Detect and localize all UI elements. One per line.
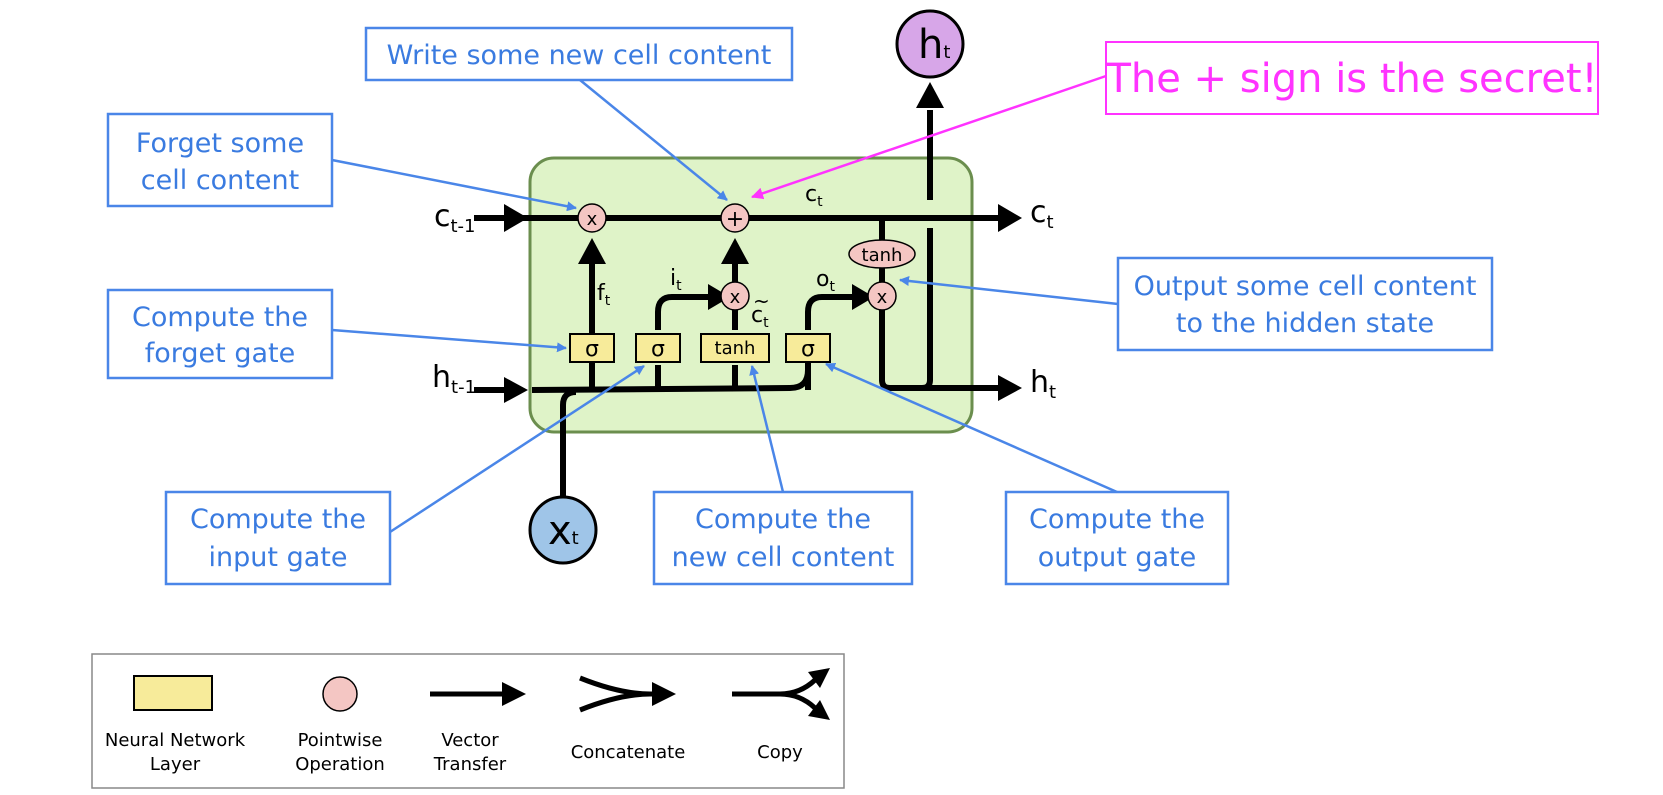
svg-text:Compute the: Compute the (695, 504, 871, 535)
label-f-gate: ft (597, 281, 611, 309)
svg-text:tanh: tanh (862, 245, 903, 266)
svg-text:to the hidden state: to the hidden state (1176, 308, 1434, 339)
lstm-cell-box (528, 156, 974, 434)
label-c-tilde: ct (751, 303, 769, 331)
legend-concat: Concatenate (571, 675, 686, 763)
callout-output-content: Output some cell content to the hidden s… (1116, 256, 1494, 352)
svg-text:Layer: Layer (150, 754, 201, 775)
forget-multiply: x (577, 203, 607, 233)
callout-output-gate: Compute the output gate (1004, 490, 1230, 586)
legend-pointwise: Pointwise Operation (295, 676, 385, 775)
svg-text:Transfer: Transfer (433, 754, 507, 775)
svg-text:Compute the: Compute the (132, 302, 308, 333)
forget-gate-layer: σ (569, 333, 615, 363)
h-output-node: ht (895, 9, 965, 79)
label-c-prev: ct-1 (434, 199, 476, 237)
svg-text:Operation: Operation (295, 754, 385, 775)
callout-forget-gate: Compute the forget gate (106, 288, 334, 380)
callout-secret: The + sign is the secret! (1105, 41, 1599, 115)
legend-copy: Copy (732, 668, 830, 763)
svg-text:x: x (877, 287, 888, 308)
svg-text:Concatenate: Concatenate (571, 742, 686, 763)
svg-text:new cell content: new cell content (672, 542, 895, 573)
label-o-gate: ot (816, 267, 835, 295)
svg-text:xt: xt (548, 508, 579, 554)
svg-text:σ: σ (801, 337, 815, 362)
output-gate-layer: σ (785, 333, 831, 363)
label-c-out: ct (1030, 195, 1054, 233)
label-h-out: ht (1030, 365, 1056, 403)
tanh-layer: tanh (700, 333, 770, 363)
svg-text:Output some cell content: Output some cell content (1134, 271, 1477, 302)
label-i-gate: it (670, 266, 682, 294)
legend-layer: Neural Network Layer (105, 675, 246, 775)
svg-text:The + sign is the secret!: The + sign is the secret! (1105, 56, 1597, 102)
svg-text:input gate: input gate (209, 542, 348, 573)
svg-text:Copy: Copy (757, 742, 803, 763)
cell-add: + (720, 203, 750, 233)
svg-text:Vector: Vector (441, 730, 499, 751)
callout-input-gate: Compute the input gate (164, 490, 392, 586)
legend-vector: Vector Transfer (430, 682, 526, 775)
output-multiply: x (867, 281, 897, 311)
svg-text:x: x (730, 287, 741, 308)
legend: Neural Network Layer Pointwise Operation… (91, 653, 845, 789)
label-c-mid: ct (805, 182, 823, 210)
svg-text:Compute the: Compute the (190, 504, 366, 535)
svg-text:Forget some: Forget some (136, 128, 304, 159)
callout-write: Write some new cell content (364, 26, 794, 82)
callout-forget-content: Forget some cell content (106, 112, 334, 208)
svg-text:ht: ht (918, 22, 950, 68)
input-gate-layer: σ (635, 333, 681, 363)
tanh-pointwise: tanh (848, 239, 916, 269)
input-line (560, 389, 577, 500)
svg-text:σ: σ (651, 337, 665, 362)
svg-text:σ: σ (585, 337, 599, 362)
svg-text:Pointwise: Pointwise (298, 730, 383, 751)
x-input-node: xt (528, 495, 598, 565)
svg-text:tanh: tanh (715, 338, 756, 359)
gate-lines (578, 218, 885, 390)
svg-text:Neural Network: Neural Network (105, 730, 246, 751)
input-multiply: x (720, 281, 750, 311)
svg-text:output gate: output gate (1038, 542, 1197, 573)
svg-text:Write some new cell content: Write some new cell content (387, 40, 772, 71)
callout-new-content: Compute the new cell content (652, 490, 914, 586)
svg-text:Compute the: Compute the (1029, 504, 1205, 535)
svg-text:cell content: cell content (141, 165, 299, 196)
svg-text:+: + (726, 207, 744, 232)
label-h-prev: ht-1 (432, 360, 476, 398)
svg-text:x: x (587, 209, 598, 230)
svg-text:forget gate: forget gate (145, 338, 295, 369)
label-c-tilde-mark: ~ (753, 289, 770, 313)
